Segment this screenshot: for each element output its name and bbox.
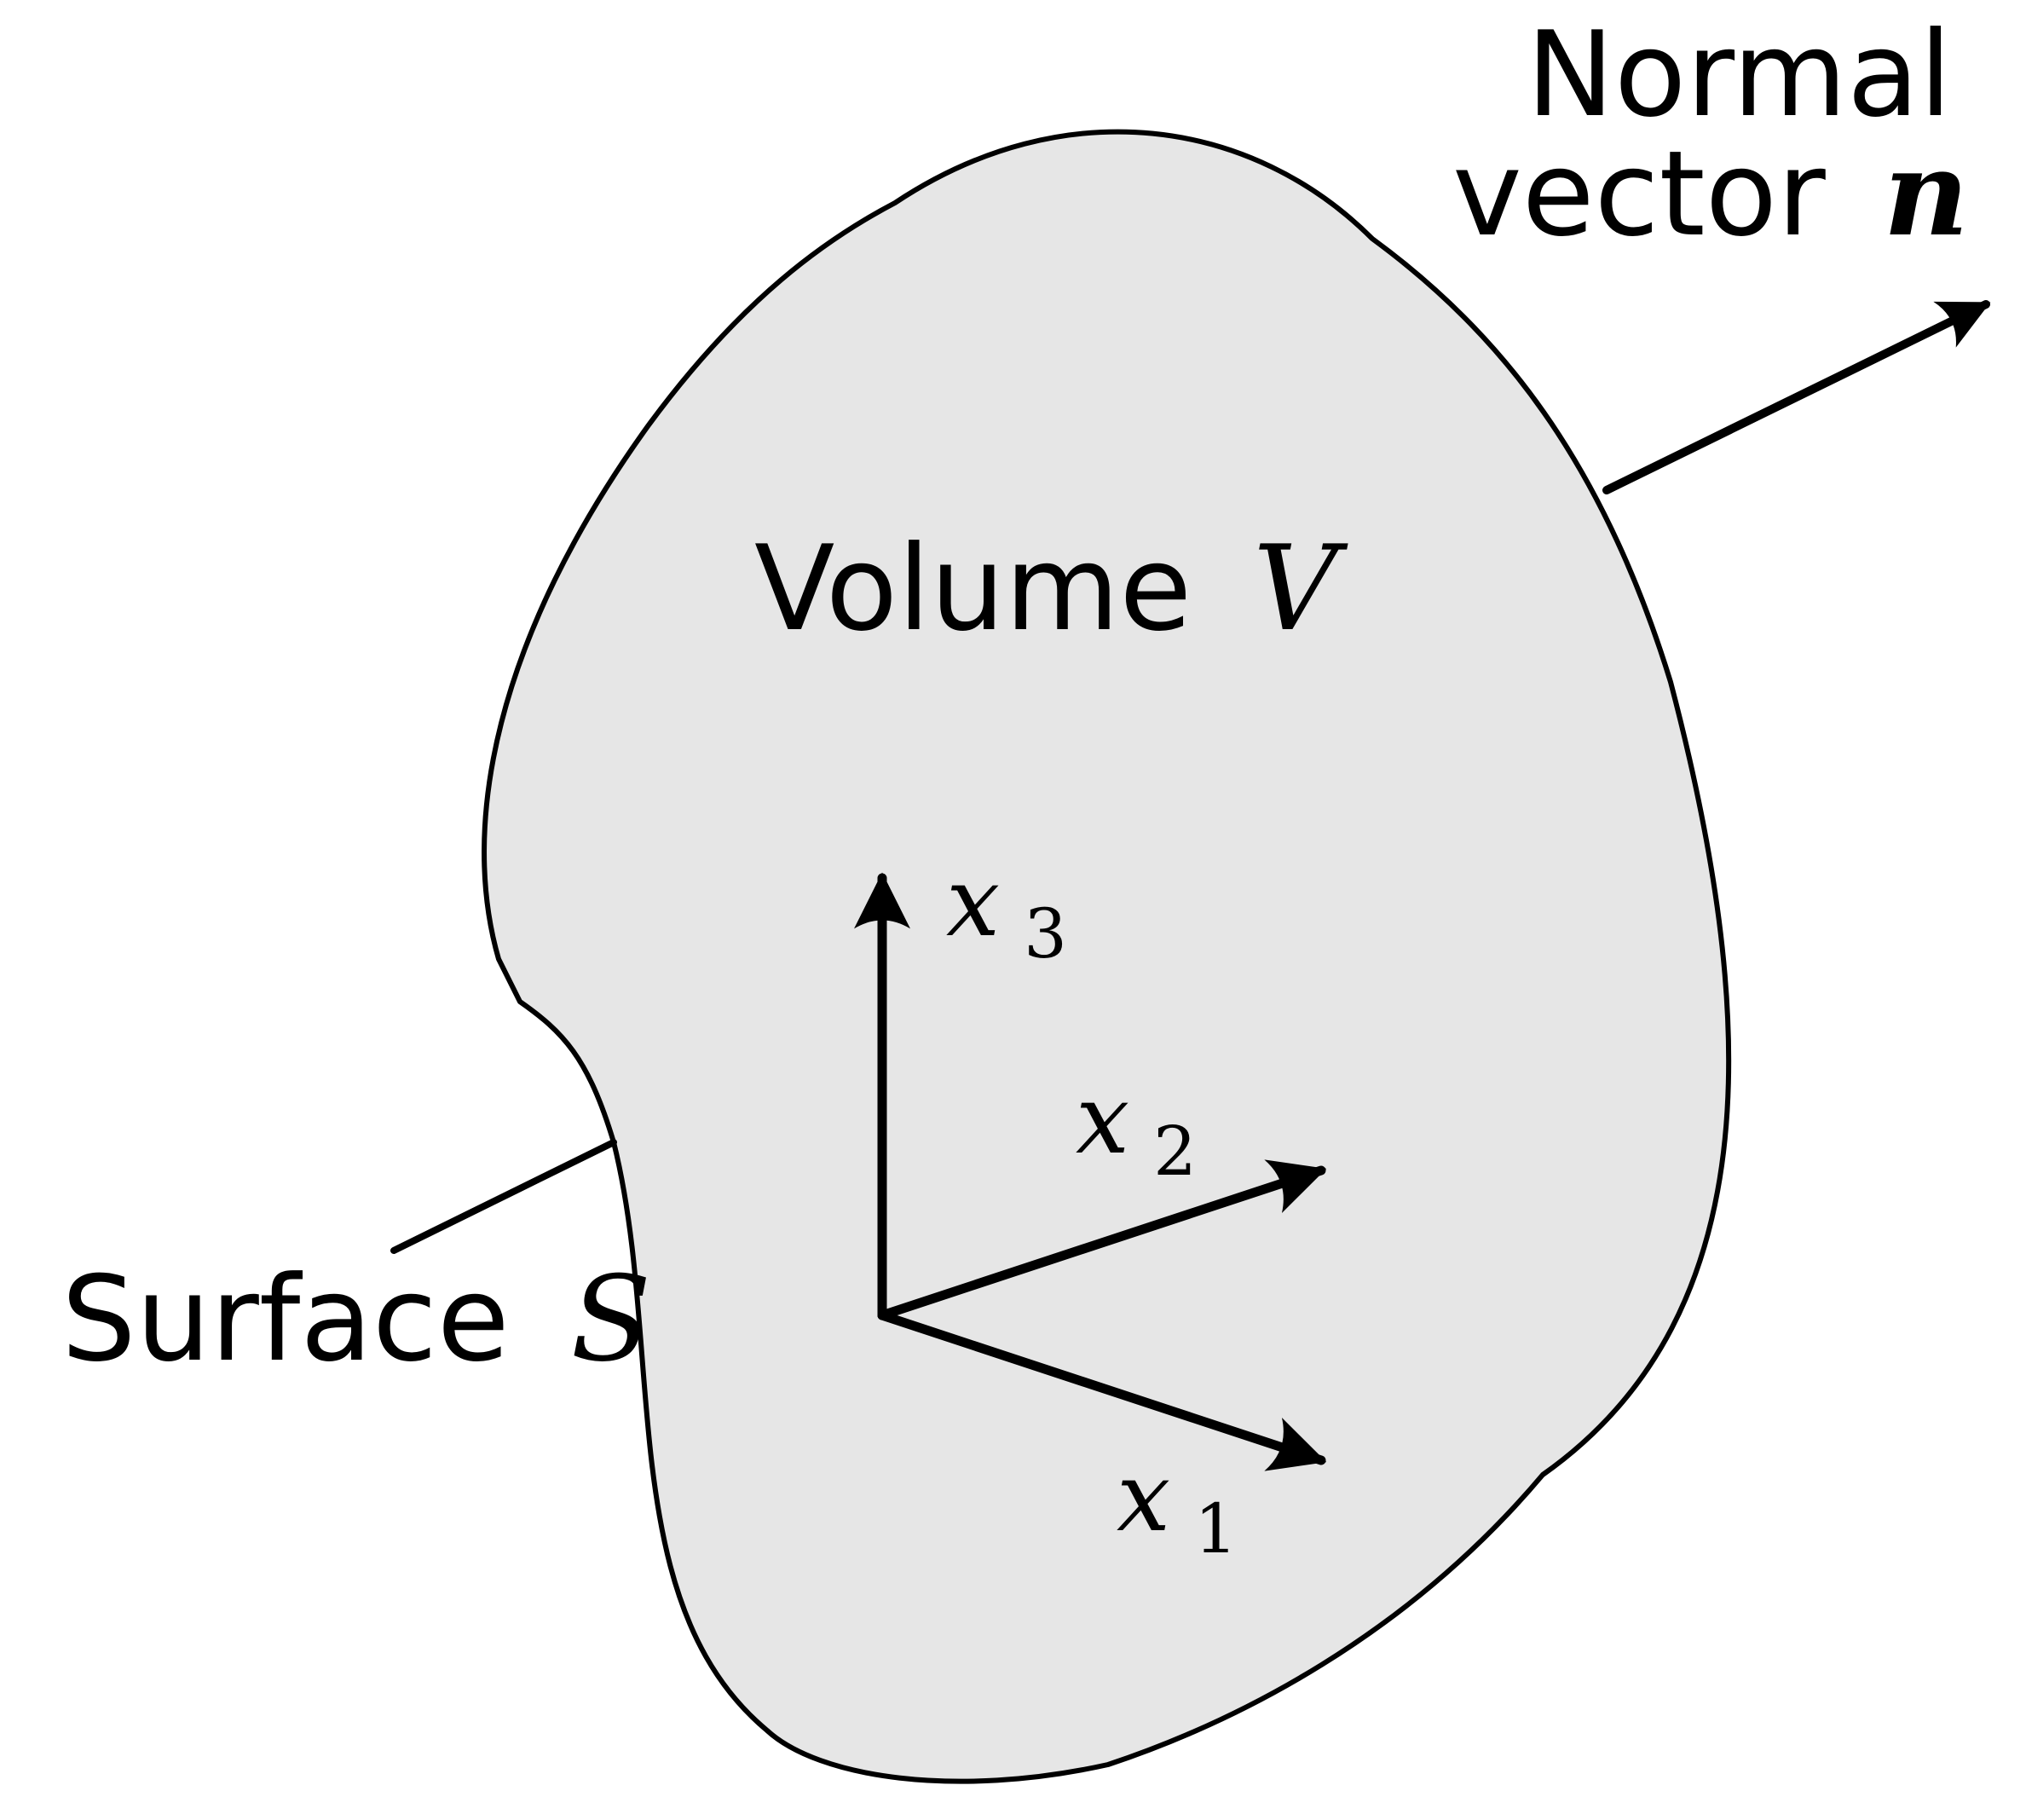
axis-x1-arrow [877,1310,1327,1471]
axis-x2-subscript: 2 [1153,1112,1197,1191]
normal-vector-symbol: n [1884,124,1969,263]
surface-leader-line [390,1139,617,1254]
surface-word: Surface [61,1251,510,1388]
axis-x1-label: x 1 [1117,1442,1238,1569]
surface-label: Surface S [61,1251,651,1388]
axis-x3-subscript: 3 [1024,894,1067,974]
axis-x2-var: x [1076,1065,1129,1176]
axis-x2-arrow [877,1159,1327,1320]
volume-word: Volume [754,520,1192,657]
volume-symbol: V [1253,520,1348,657]
axis-x3-label: x 3 [946,847,1067,974]
normal-vector-arrow [1602,300,1991,494]
normal-vector-label-line1: Normal [1527,6,1952,143]
axis-x2-label: x 2 [1076,1065,1197,1191]
volume-body [482,129,1732,1784]
axis-x3-var: x [946,847,1000,958]
normal-vector-word: vector [1452,125,1826,263]
surface-symbol: S [571,1251,652,1388]
axis-x1-var: x [1117,1442,1170,1553]
axis-x1-subscript: 1 [1194,1489,1238,1569]
volume-label: Volume V [754,520,1348,657]
normal-vector-label-line2: vector n [1452,124,1969,263]
